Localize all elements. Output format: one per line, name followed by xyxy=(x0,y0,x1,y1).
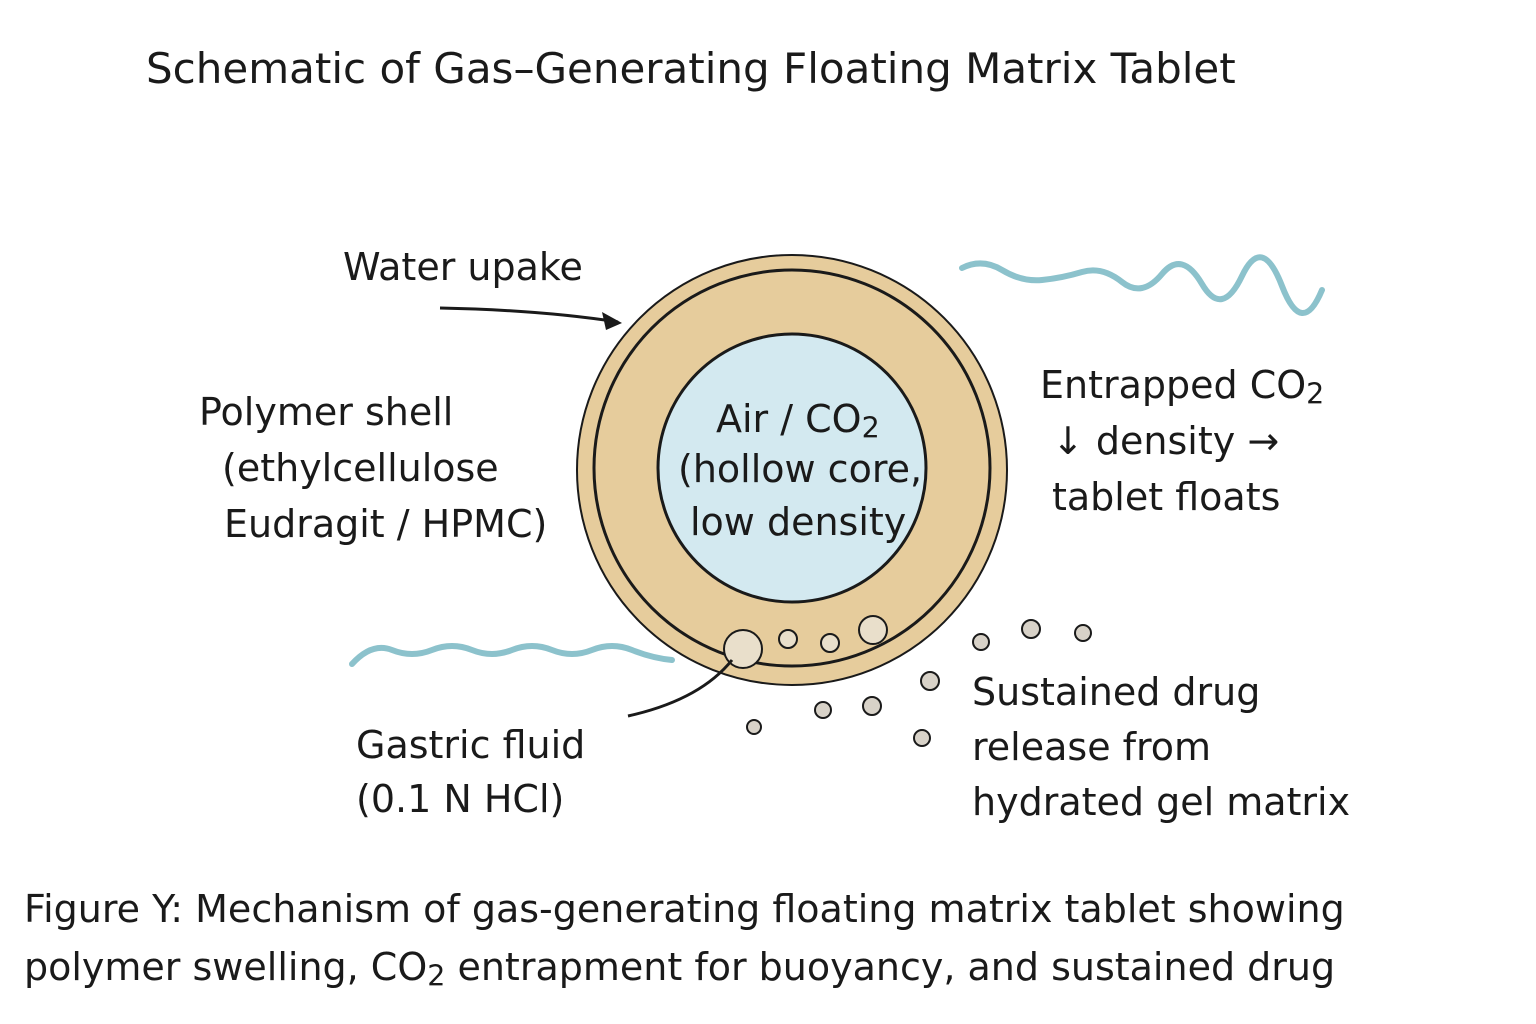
release-label-1: Sustained drug xyxy=(972,670,1261,714)
fluid-wave-top xyxy=(959,254,1325,316)
fluid-wave-bottom xyxy=(349,643,675,667)
polymer-shell-label-2: (ethylcellulose xyxy=(222,446,499,490)
hollow-core xyxy=(656,332,928,604)
water-uptake-label: Water upake xyxy=(343,245,583,289)
polymer-shell-label-3: Eudragit / HPMC) xyxy=(224,502,548,546)
subscript: 2 xyxy=(861,411,880,445)
caption-line-1: Figure Y: Mechanism of gas-generating fl… xyxy=(24,887,1345,931)
shell-inner-ring xyxy=(592,268,992,668)
subscript: 2 xyxy=(427,959,446,993)
caption-text: polymer swelling, CO xyxy=(24,945,428,989)
subscript: 2 xyxy=(1306,377,1325,411)
gastric-label-2: (0.1 N HCl) xyxy=(356,777,565,821)
caption-text: entrapment for buoyancy, and sustained d… xyxy=(445,945,1336,989)
gas-bubbles xyxy=(723,615,888,669)
entrapped-label-1: Entrapped CO2 xyxy=(1040,358,1324,415)
arrowhead-icon xyxy=(602,312,622,330)
core-label-text: Air / CO xyxy=(716,397,862,441)
gastric-leader-line xyxy=(627,659,734,718)
entrapped-label-2: ↓ density → xyxy=(1052,419,1280,463)
released-drug-particles xyxy=(746,619,1092,747)
core-label-1: Air / CO2 xyxy=(716,392,880,449)
diagram-title: Schematic of Gas–Generating Floating Mat… xyxy=(146,44,1236,93)
entrapped-text: Entrapped CO xyxy=(1040,363,1307,407)
gastric-label-1: Gastric fluid xyxy=(356,723,586,767)
caption-line-2: polymer swelling, CO2 entrapment for buo… xyxy=(24,938,1345,1006)
figure-caption: Figure Y: Mechanism of gas-generating fl… xyxy=(24,880,1345,1006)
core-label-3: low density xyxy=(690,500,907,544)
entrapped-label-3: tablet floats xyxy=(1052,475,1281,519)
release-label-3: hydrated gel matrix xyxy=(972,780,1351,824)
polymer-shell-label-1: Polymer shell xyxy=(199,390,454,434)
water-uptake-arrow xyxy=(439,306,619,324)
core-label-2: (hollow core, xyxy=(678,447,923,491)
release-label-2: release from xyxy=(972,725,1212,769)
